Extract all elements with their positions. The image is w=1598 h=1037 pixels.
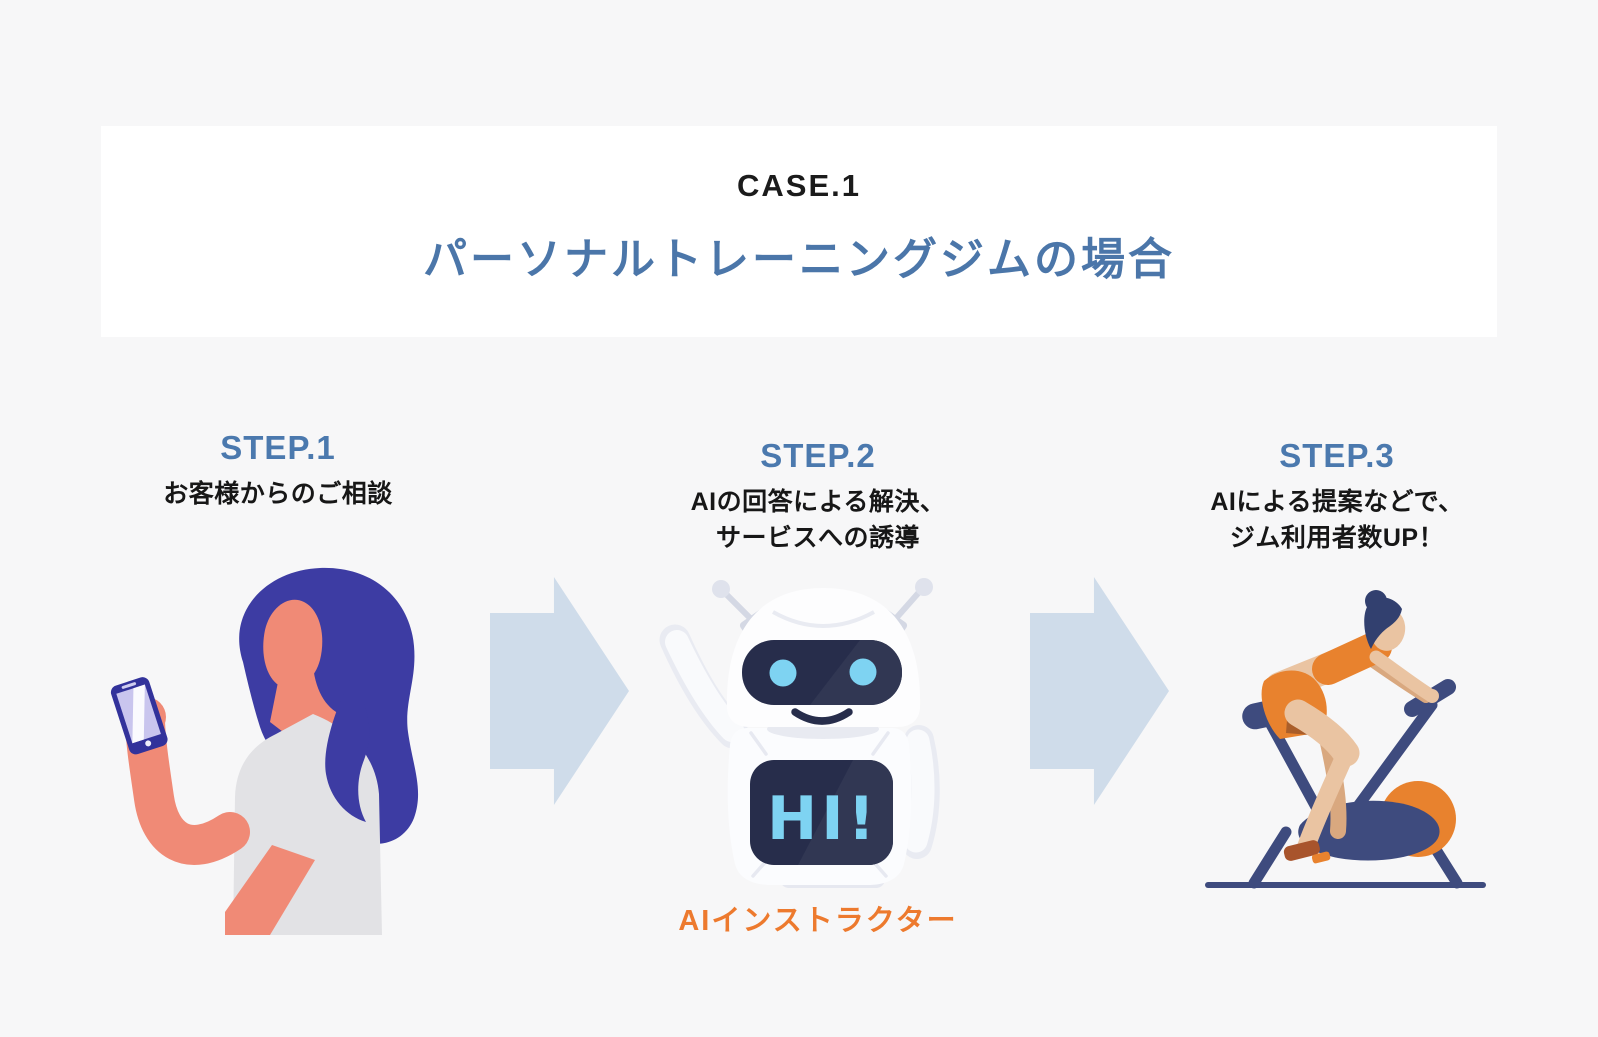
step-1-description: お客様からのご相談	[98, 476, 458, 512]
step-3-label: STEP.3	[1279, 437, 1395, 474]
robot-eye	[849, 658, 877, 686]
pedal	[1311, 851, 1331, 864]
rider-arm	[1369, 650, 1437, 702]
robot-caption: AIインストラクター	[678, 905, 958, 937]
robot-arm-waving	[659, 624, 749, 749]
hair-wave	[325, 680, 370, 822]
woman-with-phone-illustration	[110, 567, 419, 935]
step-description-line: サービスへの誘導	[715, 524, 920, 553]
robot-smile	[791, 708, 853, 725]
ai-robot-illustration: HI!	[659, 578, 940, 888]
step-1-label: STEP.1	[220, 429, 336, 466]
rider	[1261, 590, 1439, 864]
case-label: CASE.1	[737, 168, 861, 203]
step-description-line: AIの回答による解決、	[690, 488, 946, 517]
rider-hand	[1425, 689, 1439, 703]
step-3-description: AIによる提案などで、 ジム利用者数UP！	[1122, 484, 1552, 556]
robot-arm-right	[902, 725, 940, 859]
face	[263, 599, 323, 689]
robot-screen-text: HI!	[767, 784, 879, 854]
step-description-line: AIによる提案などで、	[1210, 488, 1464, 517]
forearm	[225, 845, 315, 935]
step-3-column: STEP.3 AIによる提案などで、 ジム利用者数UP！	[1122, 437, 1552, 556]
smartphone	[110, 677, 168, 755]
step-2-column: STEP.2 AIの回答による解決、 サービスへの誘導	[633, 437, 1003, 556]
exercise-bike-illustration	[1205, 590, 1486, 889]
step-2-label: STEP.2	[760, 437, 876, 474]
step-description-line: ジム利用者数UP！	[1229, 524, 1445, 553]
step-1-column: STEP.1 お客様からのご相談	[98, 429, 458, 512]
rider-shoe	[1283, 840, 1320, 861]
rider-top	[1312, 631, 1392, 685]
step-description-line: お客様からのご相談	[163, 480, 393, 509]
header-panel: CASE.1 パーソナルトレーニングジムの場合	[101, 126, 1497, 337]
arrow-right-icon	[1030, 577, 1169, 805]
robot-head	[726, 588, 921, 727]
arrow-right-icon	[490, 577, 629, 805]
page-title: パーソナルトレーニングジムの場合	[423, 235, 1175, 284]
rider-shin	[1297, 744, 1355, 856]
handlebar-post	[1344, 699, 1438, 823]
robot-screen: HI!	[750, 760, 893, 865]
rider-hair-bun	[1365, 590, 1387, 612]
robot-eye	[769, 659, 797, 687]
step-2-description: AIの回答による解決、 サービスへの誘導	[633, 484, 1003, 556]
